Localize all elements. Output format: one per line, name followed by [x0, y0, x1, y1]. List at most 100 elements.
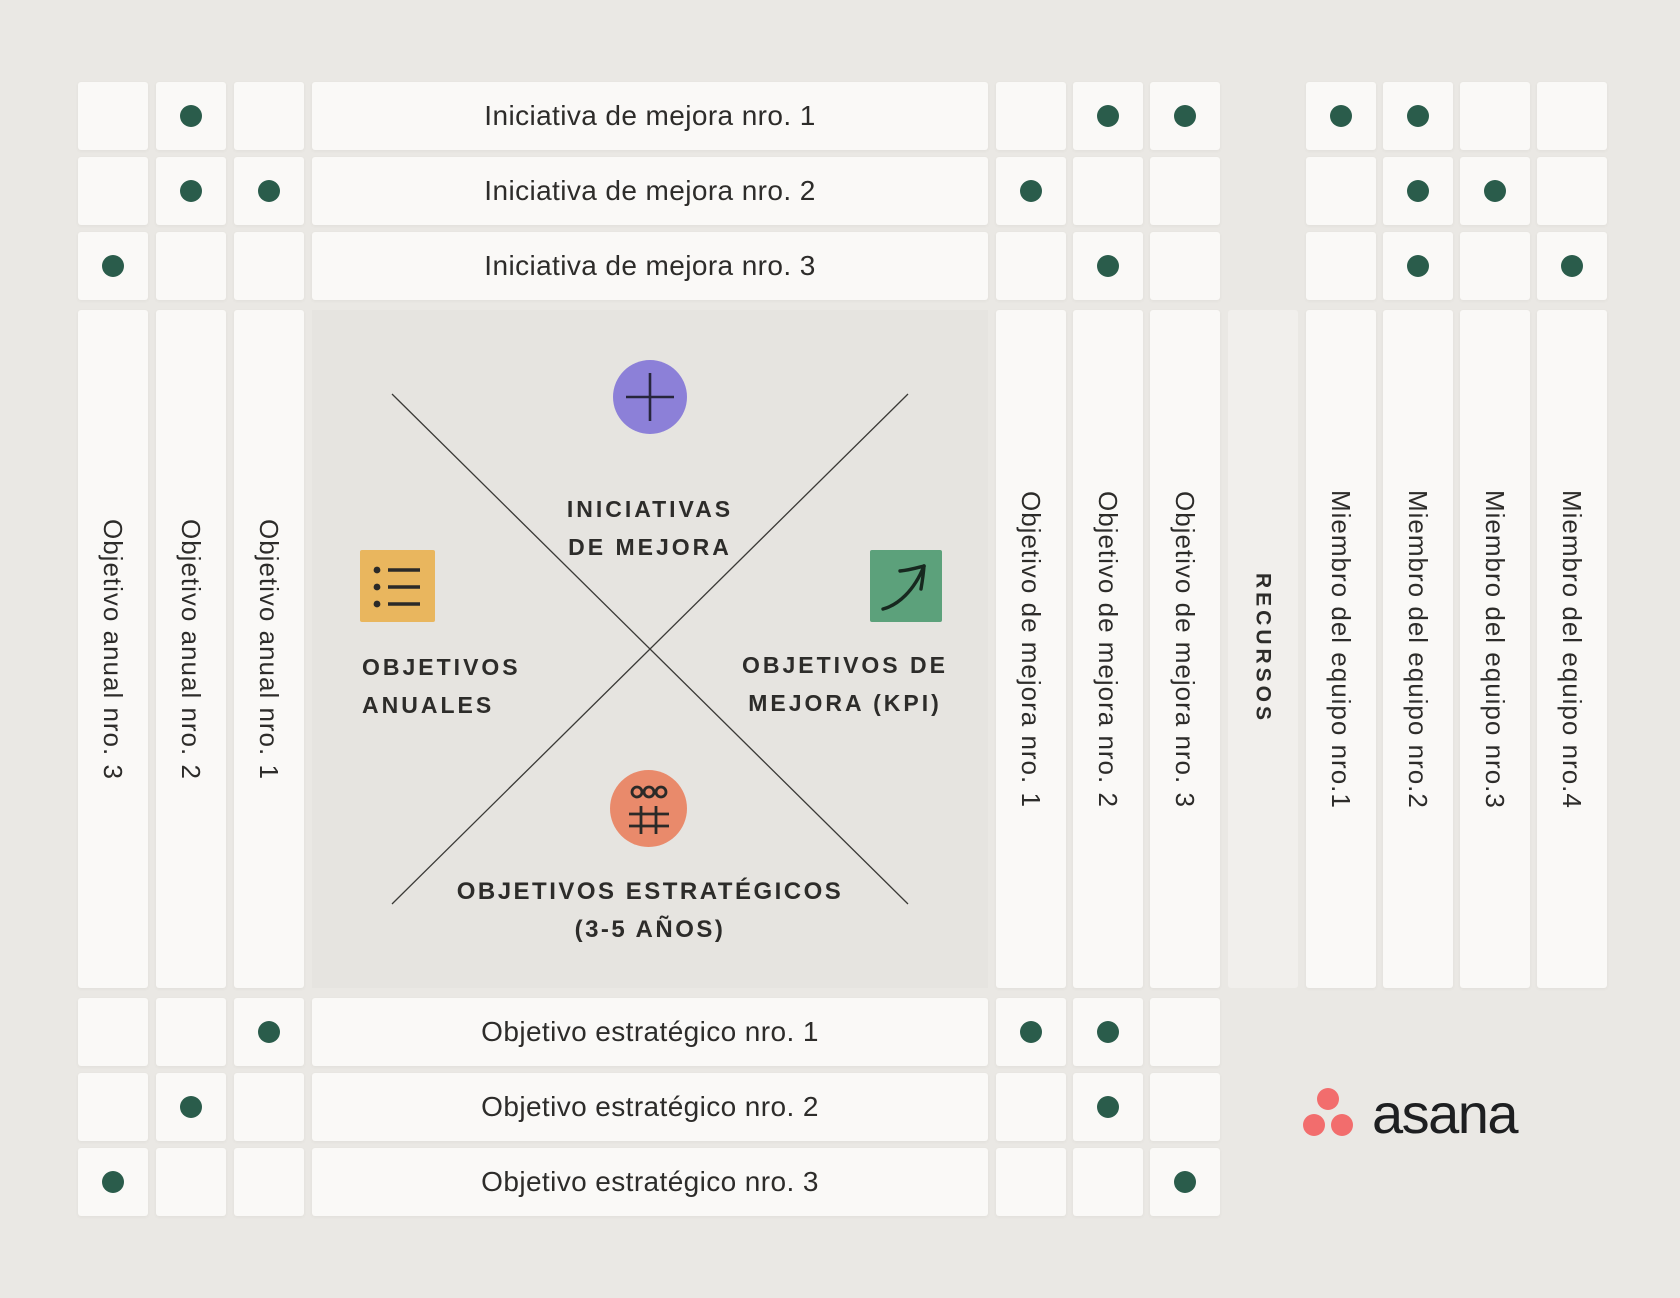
quadrant-annual-objectives-label: OBJETIVOS ANUALES: [362, 648, 521, 724]
matrix-cell-member: [1460, 82, 1530, 150]
strategic-objective-bar-label: Objetivo estratégico nro. 1: [481, 1016, 819, 1047]
quadrant-strategic-objectives-label: OBJETIVOS ESTRATÉGICOS (3-5 AÑOS): [430, 873, 870, 949]
matrix-cell-annual: [234, 1148, 304, 1216]
matrix-cell-improvement: [1150, 232, 1220, 300]
matrix-cell-member: [1537, 157, 1607, 225]
improvement-objective-column-label: Objetivo de mejora nro. 1: [1016, 490, 1046, 808]
team-member-column: Miembro del equipo nro.4: [1537, 310, 1607, 988]
relationship-dot: [1407, 255, 1429, 277]
relationship-dot: [180, 105, 202, 127]
relationship-dot: [258, 1021, 280, 1043]
matrix-cell-member: [1306, 157, 1376, 225]
growth-arrow-icon: [870, 550, 942, 622]
plus-icon: [613, 360, 687, 434]
matrix-cell-improvement: [996, 82, 1066, 150]
relationship-dot: [258, 180, 280, 202]
x-diagonal-lines: [391, 393, 909, 905]
matrix-cell-annual: [78, 157, 148, 225]
strategic-objective-bar: Objetivo estratégico nro. 2: [312, 1073, 988, 1141]
matrix-cell-annual: [156, 232, 226, 300]
relationship-dot: [1097, 1021, 1119, 1043]
relationship-dot: [1561, 255, 1583, 277]
improvement-objective-column: Objetivo de mejora nro. 2: [1073, 310, 1143, 988]
relationship-dot: [1174, 1171, 1196, 1193]
relationship-dot: [180, 180, 202, 202]
resources-column-label: RECURSOS: [1251, 573, 1275, 725]
asana-dots-icon: [1303, 1088, 1353, 1136]
relationship-dot: [102, 1171, 124, 1193]
strategic-objective-bar: Objetivo estratégico nro. 1: [312, 998, 988, 1066]
improvement-objective-column-label: Objetivo de mejora nro. 2: [1093, 490, 1123, 808]
initiative-bar-label: Iniciativa de mejora nro. 3: [484, 250, 816, 281]
bullet-list-icon: [360, 550, 435, 622]
relationship-dot: [1097, 105, 1119, 127]
matrix-cell-member: [1306, 232, 1376, 300]
annual-objective-column-label: Objetivo anual nro. 3: [98, 518, 128, 780]
annual-objective-column-label: Objetivo anual nro. 1: [254, 518, 284, 780]
strategic-objective-bar-label: Objetivo estratégico nro. 2: [481, 1091, 819, 1122]
quadrant-label-line: DE MEJORA: [568, 534, 732, 560]
quadrant-label-line: (3-5 AÑOS): [574, 916, 726, 943]
annual-objective-column: Objetivo anual nro. 3: [78, 310, 148, 988]
matrix-cell-annual: [156, 1148, 226, 1216]
matrix-cell-annual: [156, 998, 226, 1066]
matrix-cell-annual: [78, 1073, 148, 1141]
matrix-cell-annual: [234, 1073, 304, 1141]
initiative-bar-label: Iniciativa de mejora nro. 2: [484, 175, 816, 206]
matrix-cell-improvement: [1073, 157, 1143, 225]
relationship-dot: [180, 1096, 202, 1118]
quadrant-label-line: OBJETIVOS DE: [742, 652, 948, 678]
team-member-column-label: Miembro del equipo nro.4: [1557, 489, 1587, 809]
relationship-dot: [1407, 180, 1429, 202]
relationship-dot: [1020, 1021, 1042, 1043]
relationship-dot: [1097, 255, 1119, 277]
matrix-cell-improvement: [996, 232, 1066, 300]
team-member-column: Miembro del equipo nro.2: [1383, 310, 1453, 988]
matrix-cell-improvement: [1073, 1148, 1143, 1216]
quadrant-label-line: MEJORA (KPI): [748, 690, 942, 716]
team-member-column-label: Miembro del equipo nro.2: [1403, 489, 1433, 809]
annual-objective-column: Objetivo anual nro. 2: [156, 310, 226, 988]
strategic-objective-bar-label: Objetivo estratégico nro. 3: [481, 1166, 819, 1197]
relationship-dot: [1097, 1096, 1119, 1118]
initiative-bar: Iniciativa de mejora nro. 2: [312, 157, 988, 225]
team-member-column-label: Miembro del equipo nro.1: [1326, 489, 1356, 809]
resources-column: RECURSOS: [1228, 310, 1298, 988]
matrix-cell-member: [1537, 82, 1607, 150]
improvement-objective-column-label: Objetivo de mejora nro. 3: [1170, 490, 1200, 808]
relationship-dot: [102, 255, 124, 277]
initiative-bar: Iniciativa de mejora nro. 3: [312, 232, 988, 300]
initiative-bar-label: Iniciativa de mejora nro. 1: [484, 100, 816, 131]
relationship-dot: [1174, 105, 1196, 127]
quadrant-improvement-initiatives-label: INICIATIVAS DE MEJORA: [450, 490, 850, 566]
strategic-objective-bar: Objetivo estratégico nro. 3: [312, 1148, 988, 1216]
team-member-column-label: Miembro del equipo nro.3: [1480, 489, 1510, 809]
quadrant-label-line: OBJETIVOS ESTRATÉGICOS: [456, 878, 844, 905]
quadrant-label-line: ANUALES: [362, 692, 495, 718]
team-member-column: Miembro del equipo nro.3: [1460, 310, 1530, 988]
team-member-column: Miembro del equipo nro.1: [1306, 310, 1376, 988]
quadrant-improvement-objectives-label: OBJETIVOS DE MEJORA (KPI): [695, 646, 995, 722]
relationship-dot: [1407, 105, 1429, 127]
matrix-cell-improvement: [1150, 1073, 1220, 1141]
annual-objective-column: Objetivo anual nro. 1: [234, 310, 304, 988]
matrix-cell-annual: [78, 82, 148, 150]
matrix-cell-annual: [234, 82, 304, 150]
relationship-dot: [1020, 180, 1042, 202]
quadrant-label-line: INICIATIVAS: [566, 496, 734, 522]
tally-grid-icon: [610, 770, 687, 847]
matrix-cell-improvement: [996, 1073, 1066, 1141]
asana-wordmark: asana: [1372, 1082, 1519, 1145]
relationship-dot: [1330, 105, 1352, 127]
improvement-objective-column: Objetivo de mejora nro. 3: [1150, 310, 1220, 988]
asana-logo: asana: [1300, 1082, 1519, 1145]
initiative-bar: Iniciativa de mejora nro. 1: [312, 82, 988, 150]
matrix-cell-improvement: [1150, 998, 1220, 1066]
matrix-cell-improvement: [996, 1148, 1066, 1216]
matrix-cell-member: [1460, 232, 1530, 300]
matrix-cell-improvement: [1150, 157, 1220, 225]
improvement-objective-column: Objetivo de mejora nro. 1: [996, 310, 1066, 988]
matrix-cell-annual: [234, 232, 304, 300]
annual-objective-column-label: Objetivo anual nro. 2: [176, 518, 206, 780]
